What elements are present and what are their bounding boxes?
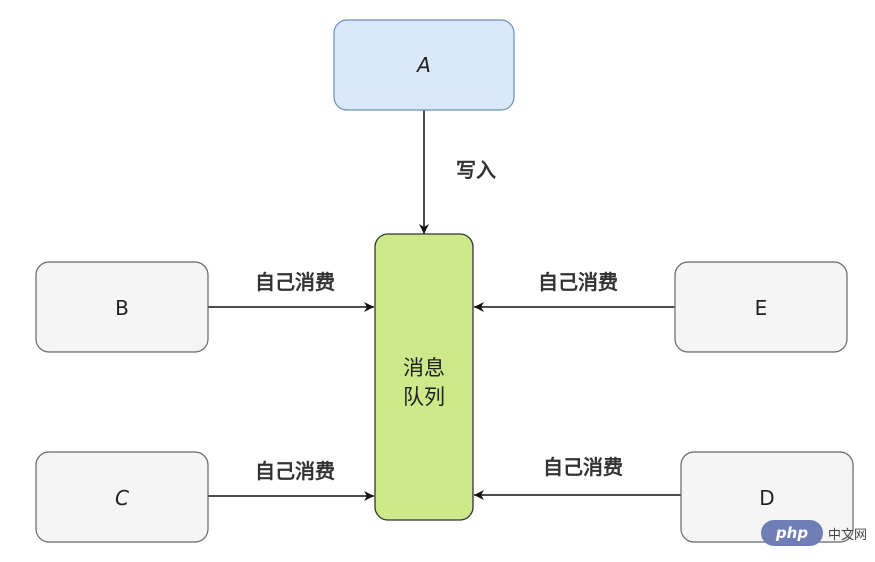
node-a: A [333,19,515,111]
watermark: php 中文网 [760,520,867,546]
watermark-text: 中文网 [827,527,867,543]
queue-label-line2: 队列 [403,385,445,409]
php-logo-text: php [775,524,809,542]
php-logo: php [760,520,823,546]
node-c: C [35,451,209,543]
node-e: E [674,261,848,353]
edge-label-d-to-queue: 自己消费 [543,455,623,479]
node-d: D [680,451,854,543]
edge-label-c-to-queue: 自己消费 [255,459,335,483]
queue-label-line1: 消息 [403,356,445,380]
node-a-label: A [415,53,431,77]
edge-label-e-to-queue: 自己消费 [538,270,618,294]
node-d-label: D [759,486,774,510]
edge-label-a-to-queue: 写入 [456,158,496,182]
edge-label-b-to-queue: 自己消费 [255,270,335,294]
node-e-label: E [755,296,768,320]
node-b: B [35,261,209,353]
node-message-queue: 消息 队列 [374,233,474,521]
node-b-label: B [115,296,129,320]
node-c-label: C [115,486,129,510]
